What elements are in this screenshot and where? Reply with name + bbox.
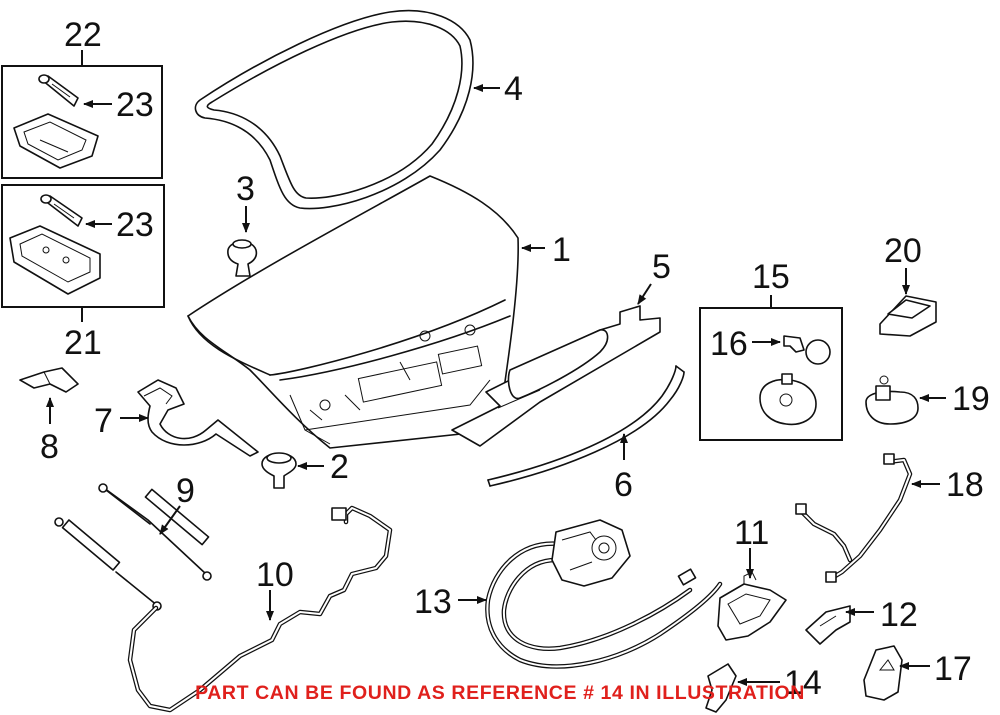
callout-7: 7 [94,402,113,440]
trunk-lid-part [187,175,519,449]
callout-13: 13 [414,583,452,621]
bracket-part [19,367,79,393]
callout-2: 2 [330,448,349,486]
callout-1: 1 [552,231,571,269]
latch-plate-part [879,295,937,337]
callout-17: 17 [934,650,972,688]
callout-19: 19 [952,380,990,418]
callout-11: 11 [734,514,769,552]
callout-labels: 1 2 3 4 5 6 7 8 9 10 11 12 13 14 15 16 1… [40,16,990,702]
wire-harness-part [795,453,913,583]
callout-8: 8 [40,428,59,466]
gas-strut-part [98,483,212,581]
callout-23-lower: 23 [116,206,154,244]
trim-panel-part [451,305,661,447]
lamp-housing-part [9,225,101,295]
callout-5: 5 [652,248,671,286]
gas-strut-part-2 [54,517,162,611]
key-part [783,335,831,365]
callout-15: 15 [752,258,790,296]
callout-23-upper: 23 [116,86,154,124]
callout-16: 16 [710,325,748,363]
callout-20: 20 [884,232,922,270]
lock-cylinder-part [759,373,817,426]
hinge-arm-part [137,379,259,457]
bulb-part [38,74,79,107]
latch-actuator-part [551,519,631,587]
actuator-cable-part [485,541,723,669]
callout-22: 22 [64,16,102,54]
reference-notice: PART CAN BE FOUND AS REFERENCE # 14 IN I… [195,682,805,704]
bulb-part [40,194,83,227]
grommet-part [261,452,297,489]
callout-3: 3 [236,170,255,208]
switch-part [805,605,851,645]
cover-part [863,645,903,701]
leader-lines [46,84,946,686]
callout-18: 18 [946,466,984,504]
part-group-15 [699,295,843,441]
weatherstrip-seal-part [194,9,474,210]
lamp-housing-part [13,113,99,169]
callout-4: 4 [504,70,523,108]
release-cable-part [127,505,393,713]
callout-12: 12 [880,596,918,634]
handle-part [705,663,737,713]
clip-part [227,239,258,277]
latch-bracket-part [717,571,787,641]
callout-10: 10 [256,556,294,594]
part-group-21 [1,184,165,322]
seal-strip-part [487,365,685,487]
striker-part [865,375,919,425]
callout-21: 21 [64,324,102,362]
callout-14: 14 [784,664,822,702]
callout-6: 6 [614,466,633,504]
callout-9: 9 [176,472,195,510]
part-group-22 [1,50,163,179]
